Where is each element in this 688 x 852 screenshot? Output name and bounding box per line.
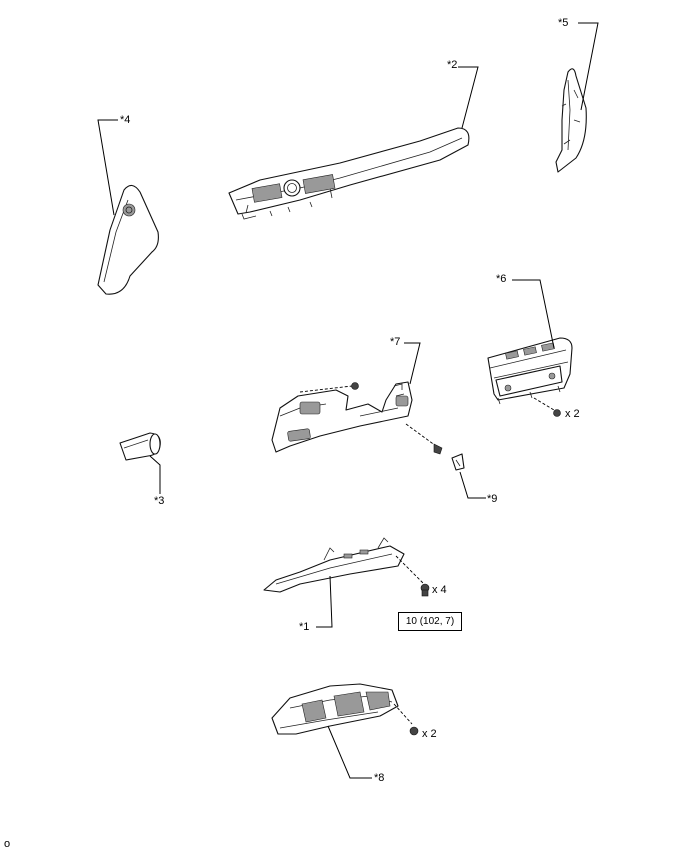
leader-4 — [97, 119, 118, 216]
part-2-instrument-panel — [228, 127, 470, 220]
quantity-8: x 2 — [422, 728, 437, 740]
callout-9: *9 — [487, 493, 498, 505]
bolt-8 — [409, 726, 419, 736]
clip-7b — [433, 443, 443, 455]
fastener-line-1 — [395, 555, 425, 585]
leader-6 — [512, 279, 555, 349]
leader-9 — [459, 471, 486, 499]
callout-2: *2 — [447, 59, 458, 71]
leader-2 — [458, 66, 479, 129]
leader-7 — [404, 342, 421, 385]
callout-8: *8 — [374, 772, 385, 784]
bolt-1 — [420, 583, 430, 597]
clip-7a — [351, 382, 359, 390]
fastener-line-8 — [393, 703, 413, 725]
corner-mark: o — [4, 838, 11, 850]
callout-3: *3 — [154, 495, 165, 507]
torque-spec-box: 10 (102, 7) — [398, 612, 462, 631]
part-1-lower-trim — [263, 537, 405, 593]
fastener-line-6 — [533, 397, 555, 411]
part-9-clip — [451, 453, 465, 471]
callout-4: *4 — [120, 114, 131, 126]
quantity-1: x 4 — [432, 584, 447, 596]
fastener-line-7a — [299, 385, 353, 393]
callout-7: *7 — [390, 336, 401, 348]
fastener-line-7b — [405, 423, 437, 447]
leader-3 — [149, 455, 161, 494]
leader-8 — [327, 725, 372, 779]
part-7-lower-panel — [271, 381, 413, 453]
leader-1 — [316, 575, 333, 628]
callout-6: *6 — [496, 273, 507, 285]
part-4-side-panel — [97, 184, 159, 295]
part-8-under-cover — [271, 683, 399, 735]
callout-5: *5 — [558, 17, 569, 29]
leader-5 — [578, 22, 599, 111]
quantity-6: x 2 — [565, 408, 580, 420]
part-6-control-panel — [487, 337, 573, 405]
callout-1: *1 — [299, 621, 310, 633]
bolt-6 — [553, 409, 561, 417]
part-3-cover — [119, 432, 161, 461]
part-5-bracket — [555, 68, 587, 173]
